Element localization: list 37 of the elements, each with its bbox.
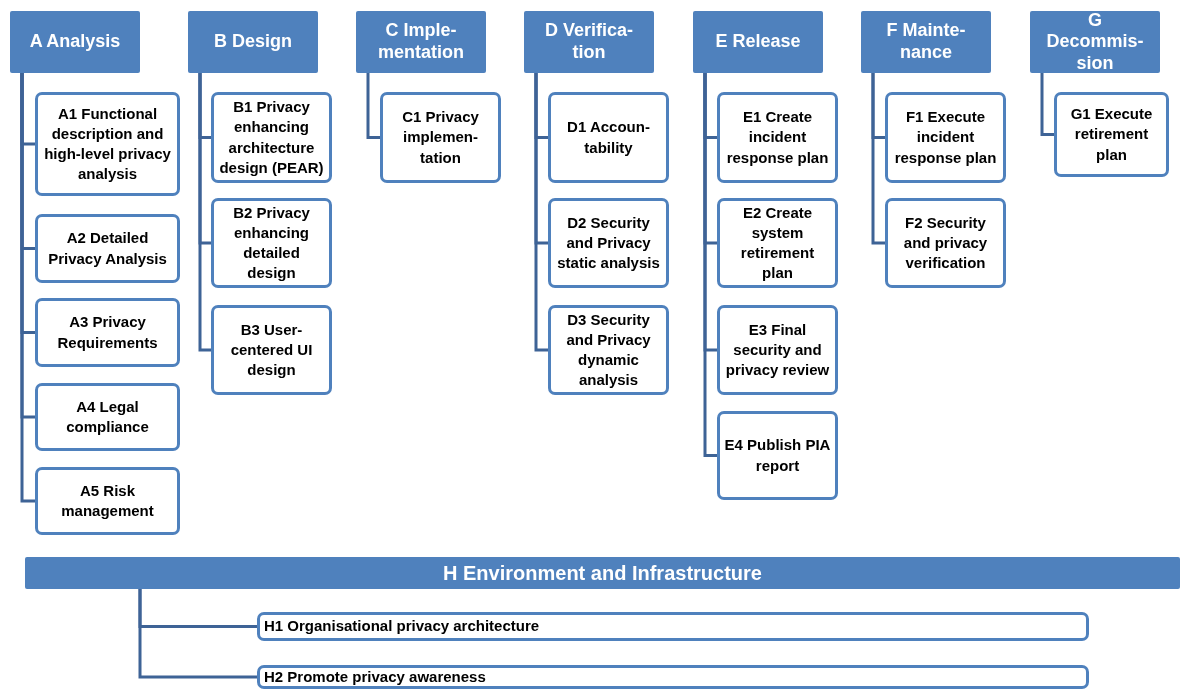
task-box: B1 Privacy enhancing architecture design (PEAR) — [211, 92, 332, 183]
task-box: E1 Create incident response plan — [717, 92, 838, 183]
connector-line — [534, 73, 548, 352]
connector-line — [20, 73, 35, 503]
phase-header: E Release — [693, 11, 823, 73]
connector-line — [871, 73, 885, 245]
task-box: A4 Legal compliance — [35, 383, 180, 451]
connector-line — [1040, 73, 1054, 136]
task-box: F2 Security and privacy verification — [885, 198, 1006, 288]
connector-line — [703, 73, 717, 457]
task-box: H1 Organisational privacy architecture — [257, 612, 1089, 641]
connector-line — [366, 73, 380, 139]
task-box: E4 Publish PIA report — [717, 411, 838, 500]
task-box: D2 Security and Privacy static analysis — [548, 198, 669, 288]
task-box: A2 Detailed Privacy Analysis — [35, 214, 180, 283]
task-box: G1 Execute retirement plan — [1054, 92, 1169, 177]
task-box: F1 Execute incident response plan — [885, 92, 1006, 183]
phase-header: F Mainte-nance — [861, 11, 991, 73]
task-box: H2 Promote privacy awareness — [257, 665, 1089, 689]
task-box: D1 Accoun-tability — [548, 92, 669, 183]
connector-line — [138, 589, 257, 679]
phase-header: D Verifica-tion — [524, 11, 654, 73]
phase-header: B Design — [188, 11, 318, 73]
phase-header: C Imple-mentation — [356, 11, 486, 73]
task-box: C1 Privacy implemen-tation — [380, 92, 501, 183]
task-box: A3 Privacy Requirements — [35, 298, 180, 367]
task-box: B2 Privacy enhancing detailed design — [211, 198, 332, 288]
phase-header: G Decommis-sion — [1030, 11, 1160, 73]
connector-line — [198, 73, 211, 352]
task-box: E2 Create system retirement plan — [717, 198, 838, 288]
task-box: E3 Final security and privacy review — [717, 305, 838, 395]
phase-header: A Analysis — [10, 11, 140, 73]
task-box: A1 Functional description and high-level privacy analysis — [35, 92, 180, 196]
header-band: H Environment and Infrastructure — [25, 557, 1180, 589]
task-box: A5 Risk management — [35, 467, 180, 535]
task-box: D3 Security and Privacy dynamic analysis — [548, 305, 669, 395]
task-box: B3 User-centered UI design — [211, 305, 332, 395]
